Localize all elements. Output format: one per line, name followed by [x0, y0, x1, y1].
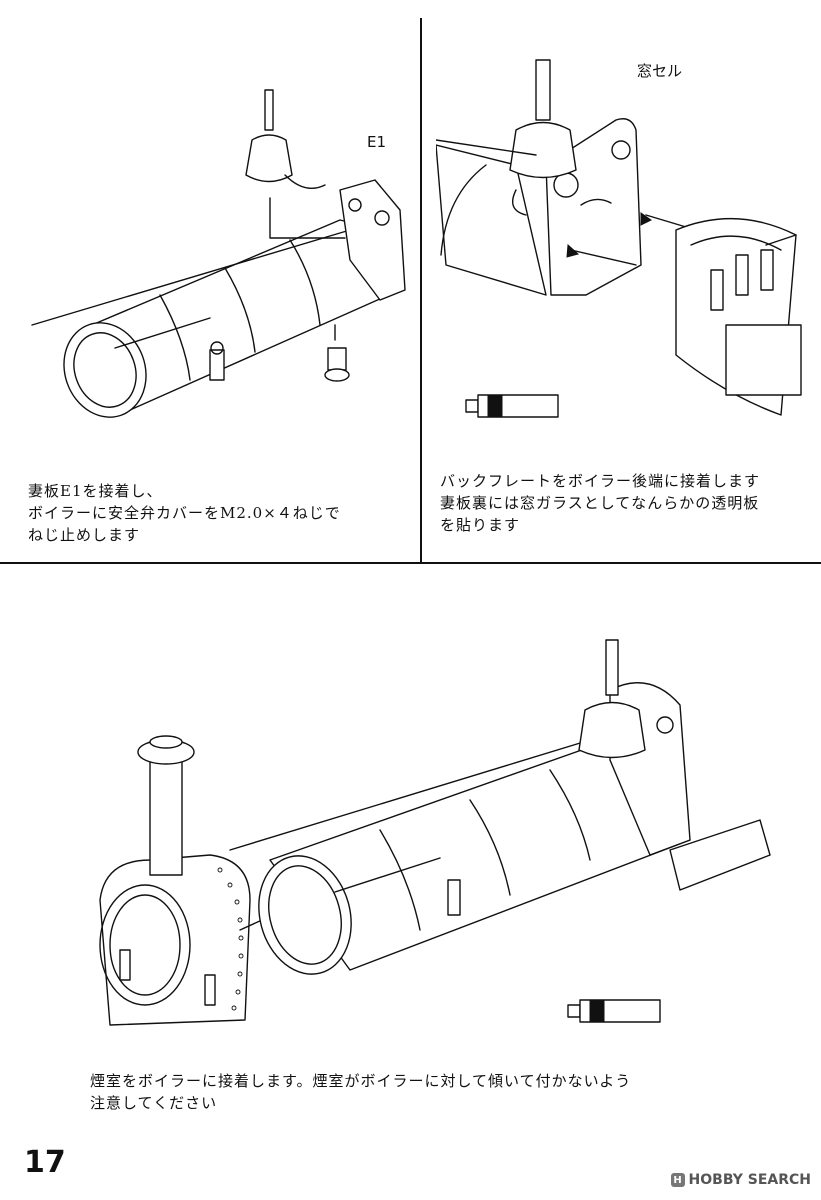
glue-tube-icon: [567, 999, 661, 1023]
part-label-e1: E1: [367, 133, 387, 151]
watermark-text: HOBBY SEARCH: [688, 1172, 811, 1188]
step1-caption: 妻板E1を接着し、 ボイラーに安全弁カバーをM2.0×４ねじで ねじ止めします: [28, 482, 341, 544]
divider-horizontal: [0, 562, 821, 564]
watermark: H HOBBY SEARCH: [670, 1172, 811, 1188]
glue-tube-icon: [465, 394, 559, 418]
step1-boiler-diagram: [31, 89, 406, 418]
page-number: 17: [24, 1145, 66, 1180]
watermark-logo-icon: H: [670, 1173, 685, 1187]
divider-vertical: [420, 18, 422, 564]
part-label-window-cell: 窓セル: [637, 62, 683, 80]
step3-smokebox-diagram: [99, 639, 771, 1026]
step2-backplate-diagram: [436, 59, 802, 418]
step3-caption: 煙室をボイラーに接着します。煙室がボイラーに対して傾いて付かないよう 注意してく…: [90, 1072, 632, 1112]
step2-caption: バックフレートをボイラー後端に接着します 妻板裏には窓ガラスとしてなんらかの透明…: [440, 472, 761, 534]
